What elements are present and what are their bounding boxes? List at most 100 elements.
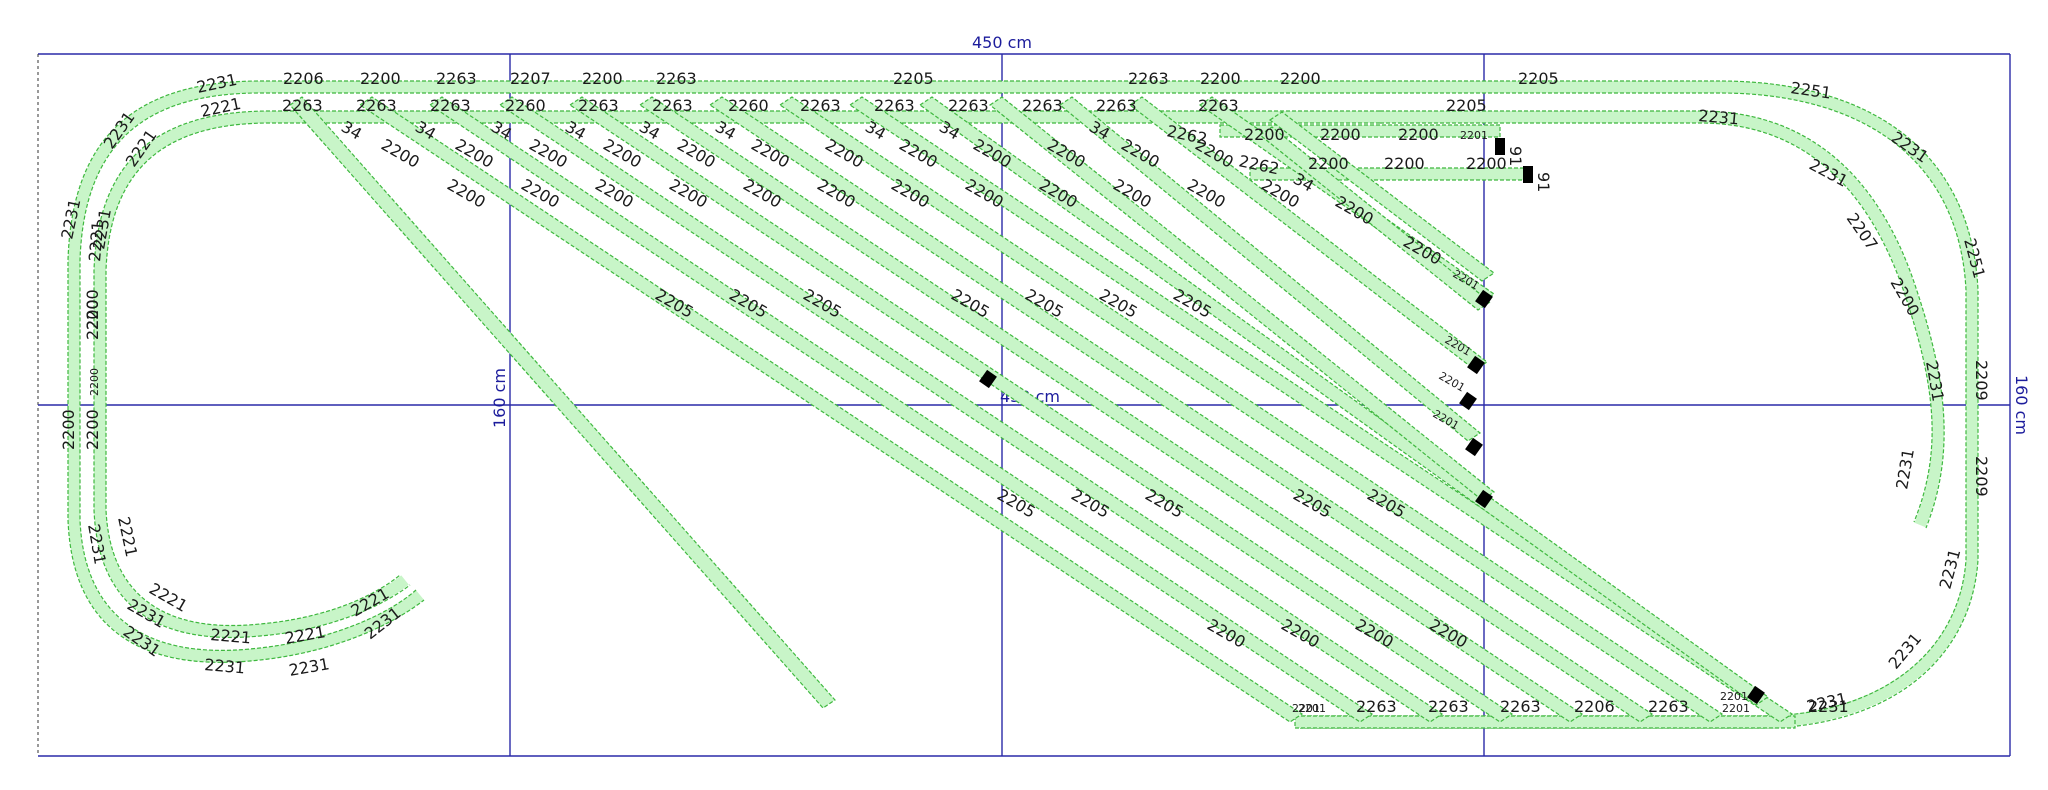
buffer-stop-b [1523, 166, 1533, 183]
label-second-4: 2263 [430, 96, 471, 115]
label-bottom-8: 2231 [1808, 697, 1849, 716]
label-left-10: 2200 [83, 409, 102, 450]
label-siding-b-4: 2200 [1466, 154, 1507, 173]
label-siding-b-3: 2200 [1384, 154, 1425, 173]
diagonal-track-3 [428, 96, 1374, 723]
label-left-6: 2200 [83, 289, 102, 330]
label-d2205-12: 2205 [1364, 485, 1409, 522]
label-top-8: 2205 [893, 69, 934, 88]
label-top-12: 2205 [1518, 69, 1559, 88]
label-top-3: 2200 [360, 69, 401, 88]
label-bottom-5: 2206 [1574, 697, 1615, 716]
buffer-stop-e [1459, 391, 1477, 411]
label-second-9: 2263 [800, 96, 841, 115]
label-dend-5: 2201 [1298, 702, 1326, 715]
outer-right-loop-edge-b [1300, 92, 1967, 717]
label-left-8: 2200 [88, 368, 101, 396]
label-top-4: 2263 [436, 69, 477, 88]
diagonal-tracks [289, 96, 1794, 723]
bottom-track [1294, 715, 1796, 729]
label-bottom-2: 2263 [1356, 697, 1397, 716]
label-top-9: 2263 [1128, 69, 1169, 88]
label-top-2: 2206 [283, 69, 324, 88]
diagonal-track-1 [289, 96, 836, 709]
label-second-12: 2263 [1022, 96, 1063, 115]
height-label-right: 160 cm [2012, 375, 2031, 435]
label-left-7: 2200 [83, 299, 102, 340]
inner-right-curve-edge-a [1380, 110, 1945, 529]
diagonal-track-2 [358, 96, 1304, 723]
label-bottom-6: 2263 [1648, 697, 1689, 716]
buffer-stop-a [1495, 138, 1505, 155]
label-left-9: 2200 [59, 409, 78, 450]
label-second-7: 2263 [652, 96, 693, 115]
width-label-top: 450 cm [972, 33, 1032, 52]
label-siding-a-6: 91 [1506, 146, 1525, 166]
label-left-18: 2231 [287, 654, 330, 680]
label-second-15: 2205 [1446, 96, 1487, 115]
diagonal-track-12 [1058, 96, 1482, 442]
outer-right-loop-fill [1300, 81, 1978, 728]
buffer-stop-i [1747, 685, 1765, 705]
outer-left-loop-edge-b [79, 92, 1380, 651]
track-loops [67, 80, 1979, 729]
inner-right-curve-edge-b [1380, 122, 1933, 523]
inner-left-loop-edge-b [105, 122, 1380, 627]
label-bottom-3: 2263 [1428, 697, 1469, 716]
label-siding-a-3: 2200 [1320, 125, 1361, 144]
diagonal-track-6 [638, 96, 1584, 723]
label-bottom-7: 2201 [1722, 702, 1750, 715]
diagonal-track-15 [1268, 111, 1496, 282]
diagonal-track-4 [498, 96, 1444, 723]
label-bottom-4: 2263 [1500, 697, 1541, 716]
label-second-3: 2263 [356, 96, 397, 115]
diagonal-track-5 [568, 96, 1514, 723]
label-dend-6: 2201 [1720, 690, 1748, 703]
label-top-7: 2263 [656, 69, 697, 88]
label-siding-a-5: 2201 [1460, 129, 1488, 142]
label-right-6: 2231 [1892, 447, 1918, 490]
label-left-16: 2221 [210, 625, 252, 647]
label-siding-b-2: 2200 [1308, 154, 1349, 173]
diagonal-track-9 [848, 96, 1794, 723]
diagonal-track-16 [1258, 126, 1492, 311]
label-second-6: 2263 [578, 96, 619, 115]
diagonal-track-7 [708, 96, 1654, 723]
label-left-12: 2221 [114, 515, 141, 559]
buffer-stop-d [1467, 355, 1485, 375]
label-siding-a-2: 2200 [1244, 125, 1285, 144]
height-label-center: 160 cm [490, 368, 509, 428]
label-right-8: 2209 [1972, 360, 1991, 401]
label-top-6: 2200 [582, 69, 623, 88]
label-second-10: 2263 [874, 96, 915, 115]
label-second-16: 2231 [1698, 106, 1740, 128]
label-second-11: 2263 [948, 96, 989, 115]
label-dend-3: 2201 [1437, 369, 1468, 394]
label-d2200-29: 2200 [1352, 615, 1397, 652]
diagonal-track-11 [988, 96, 1496, 501]
outer-left-loop-fill [68, 81, 1380, 663]
inner-left-loop-edge-a [93, 110, 1380, 639]
diagonal-track-10 [918, 96, 1770, 706]
label-bottom-1: 2201 [1292, 702, 1320, 715]
label-second-13: 2263 [1096, 96, 1137, 115]
bottom-row-labels: 2201 2263 2263 2263 2206 2263 2201 2231 [1292, 697, 1849, 716]
label-left-15: 2231 [204, 655, 246, 677]
label-top-5: 2207 [510, 69, 551, 88]
inner-right-curve-fill [1380, 111, 1945, 528]
label-second-2: 2263 [282, 96, 323, 115]
label-top-10: 2200 [1200, 69, 1241, 88]
second-row-labels: 2221 2263 2263 2263 2260 2263 2263 2260 … [199, 94, 1740, 129]
diagonal-track-13 [1128, 96, 1489, 371]
diagonal-track-8 [778, 96, 1724, 723]
label-d2200-21: 2200 [1036, 175, 1081, 212]
buffer-stop-f [1465, 437, 1483, 457]
inner-left-loop-fill [94, 111, 1380, 638]
label-second-8: 2260 [728, 96, 769, 115]
buffer-stop-h [979, 369, 997, 389]
buffer-stop-c [1475, 289, 1493, 309]
top-row-labels: 2231 2206 2200 2263 2207 2200 2263 2205 … [195, 69, 1833, 103]
label-second-14: 2263 [1198, 96, 1239, 115]
label-top-11: 2200 [1280, 69, 1321, 88]
